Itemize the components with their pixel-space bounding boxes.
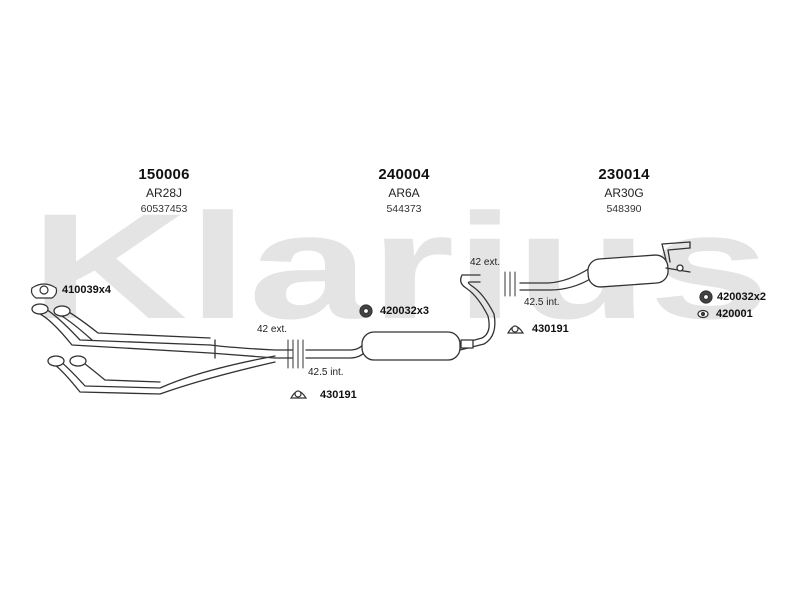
part-number: 230014 bbox=[598, 166, 650, 183]
clamp-icon bbox=[359, 304, 373, 318]
rear-int-dimension: 42.5 int. bbox=[524, 297, 560, 308]
clamp-icon bbox=[699, 290, 713, 304]
gasket-icon bbox=[30, 283, 58, 299]
rear-ext-dimension: 42 ext. bbox=[470, 257, 501, 268]
oem-number: 60537453 bbox=[140, 203, 188, 215]
oem-number: 544373 bbox=[386, 203, 422, 215]
hardware-label: 420032x3 bbox=[380, 305, 429, 317]
part-number: 240004 bbox=[378, 166, 430, 183]
mounting-rubber-icon bbox=[289, 390, 308, 399]
hardware-label: 430191 bbox=[320, 389, 357, 401]
rear-joint-marks bbox=[504, 271, 516, 297]
part-code: AR6A bbox=[388, 186, 420, 200]
front-joint-marks bbox=[287, 339, 304, 369]
part-header-front: 150006 AR28J 60537453 bbox=[104, 166, 224, 215]
hardware-label: 410039x4 bbox=[62, 284, 111, 296]
bolt-icon bbox=[697, 309, 709, 319]
rear-silencer-230014 bbox=[519, 241, 691, 291]
part-header-centre: 240004 AR6A 544373 bbox=[344, 166, 464, 215]
mounting-rubber-icon bbox=[506, 325, 525, 334]
hardware-label: 420001 bbox=[716, 308, 753, 320]
front-ext-dimension: 42 ext. bbox=[257, 324, 288, 335]
part-header-rear: 230014 AR30G 548390 bbox=[564, 166, 684, 215]
part-code: AR28J bbox=[145, 186, 183, 200]
hardware-label: 420032x2 bbox=[717, 291, 766, 303]
front-downpipe-150006 bbox=[31, 303, 293, 395]
oem-number: 548390 bbox=[606, 203, 642, 215]
hardware-label: 430191 bbox=[532, 323, 569, 335]
centre-silencer-240004 bbox=[305, 274, 496, 361]
part-code: AR30G bbox=[604, 186, 644, 200]
part-number: 150006 bbox=[138, 166, 190, 183]
front-int-dimension: 42.5 int. bbox=[308, 367, 344, 378]
